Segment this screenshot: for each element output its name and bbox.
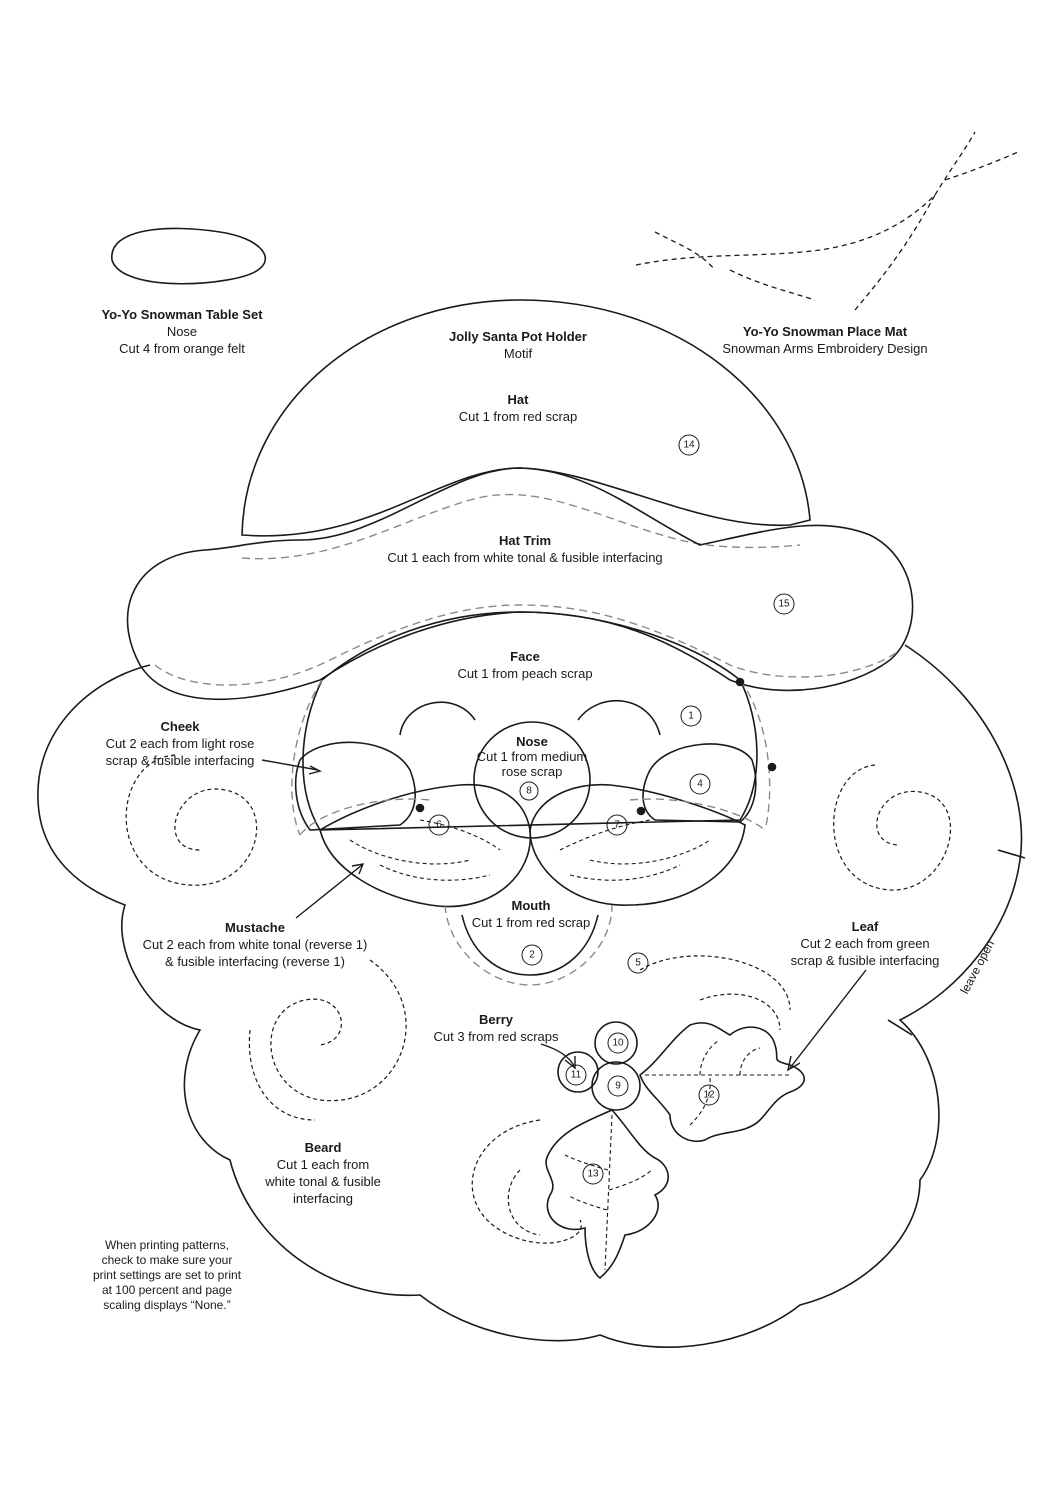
leave-open-mark — [887, 1019, 913, 1036]
berry-9 — [591, 1061, 641, 1111]
placement-dot — [767, 762, 777, 772]
mustache-left — [319, 783, 532, 908]
hat-trim-shape — [126, 467, 914, 700]
label-nose: Nose Cut 1 from medium rose scrap — [476, 734, 588, 779]
label-embroidery: Yo-Yo Snowman Place Mat Snowman Arms Emb… — [722, 324, 928, 356]
beard-shape — [37, 644, 1023, 1349]
hat-dashed-line — [241, 493, 801, 560]
berry-10 — [594, 1021, 638, 1065]
label-face: Face Cut 1 from peach scrap — [457, 649, 593, 681]
label-mustache: Mustache Cut 2 each from white tonal (re… — [142, 920, 368, 969]
number-leaf-13: 13 — [587, 1169, 599, 1180]
label-beard: Beard Cut 1 each from white tonal & fusi… — [265, 1140, 381, 1206]
number-hat-trim: 15 — [778, 599, 790, 610]
snowman-nose-shape — [111, 227, 267, 285]
hat-trim-dashed-line — [154, 604, 901, 686]
label-title: Jolly Santa Pot Holder Motif — [449, 329, 587, 361]
label-arrows — [261, 759, 867, 1072]
mustache-quilting — [349, 819, 711, 881]
label-mouth: Mouth Cut 1 from red scrap — [471, 898, 591, 930]
eye-right — [577, 699, 661, 736]
leaf-13 — [545, 1109, 669, 1280]
number-nose: 8 — [526, 786, 532, 797]
beard-swirl-quilting — [125, 754, 952, 1244]
cheek-right — [642, 743, 757, 823]
label-hat: Hat Cut 1 from red scrap — [458, 392, 578, 424]
label-cheek: Cheek Cut 2 each from light rose scrap &… — [105, 719, 255, 768]
piece-number-circles — [428, 434, 795, 1185]
label-snowman-nose: Yo-Yo Snowman Table Set Nose Cut 4 from … — [101, 307, 263, 356]
mustache-dashed-line — [299, 798, 766, 836]
number-hat: 14 — [683, 440, 695, 451]
eye-left — [399, 701, 476, 736]
print-settings-note: When printing patterns, check to make su… — [92, 1238, 242, 1312]
mustache-right — [529, 783, 746, 906]
placement-dot — [735, 677, 745, 687]
number-mustache-left: 6 — [436, 820, 442, 831]
mouth-dashed-line — [444, 904, 613, 986]
number-berry-11: 11 — [571, 1070, 582, 1081]
leaf-12 — [639, 1022, 806, 1142]
mouth-shape — [461, 914, 599, 976]
hat-shape — [241, 299, 811, 537]
label-hat-trim: Hat Trim Cut 1 each from white tonal & f… — [387, 533, 663, 565]
placement-dot — [415, 803, 425, 813]
number-mustache-right: 7 — [614, 820, 620, 831]
number-mouth: 2 — [529, 950, 535, 961]
face-shape — [302, 611, 758, 831]
berry-11 — [557, 1051, 599, 1093]
number-leaf-12: 12 — [703, 1090, 715, 1101]
nose-shape — [473, 721, 591, 839]
number-beard: 5 — [635, 958, 641, 969]
number-berry-10: 10 — [612, 1038, 624, 1049]
number-berry-9: 9 — [615, 1081, 621, 1092]
number-cheek-right: 4 — [697, 779, 703, 790]
number-face: 1 — [688, 711, 694, 722]
leave-open-mark — [997, 849, 1026, 859]
face-dashed-line — [291, 679, 771, 836]
cheek-left — [294, 741, 416, 831]
leaf-13-vein — [564, 1114, 653, 1271]
snowman-arms-embroidery — [635, 131, 1019, 311]
label-leaf: Leaf Cut 2 each from green scrap & fusib… — [790, 919, 940, 968]
placement-dot — [636, 806, 646, 816]
label-berry: Berry Cut 3 from red scraps — [433, 1012, 559, 1044]
leaf-12-vein — [645, 1039, 790, 1126]
